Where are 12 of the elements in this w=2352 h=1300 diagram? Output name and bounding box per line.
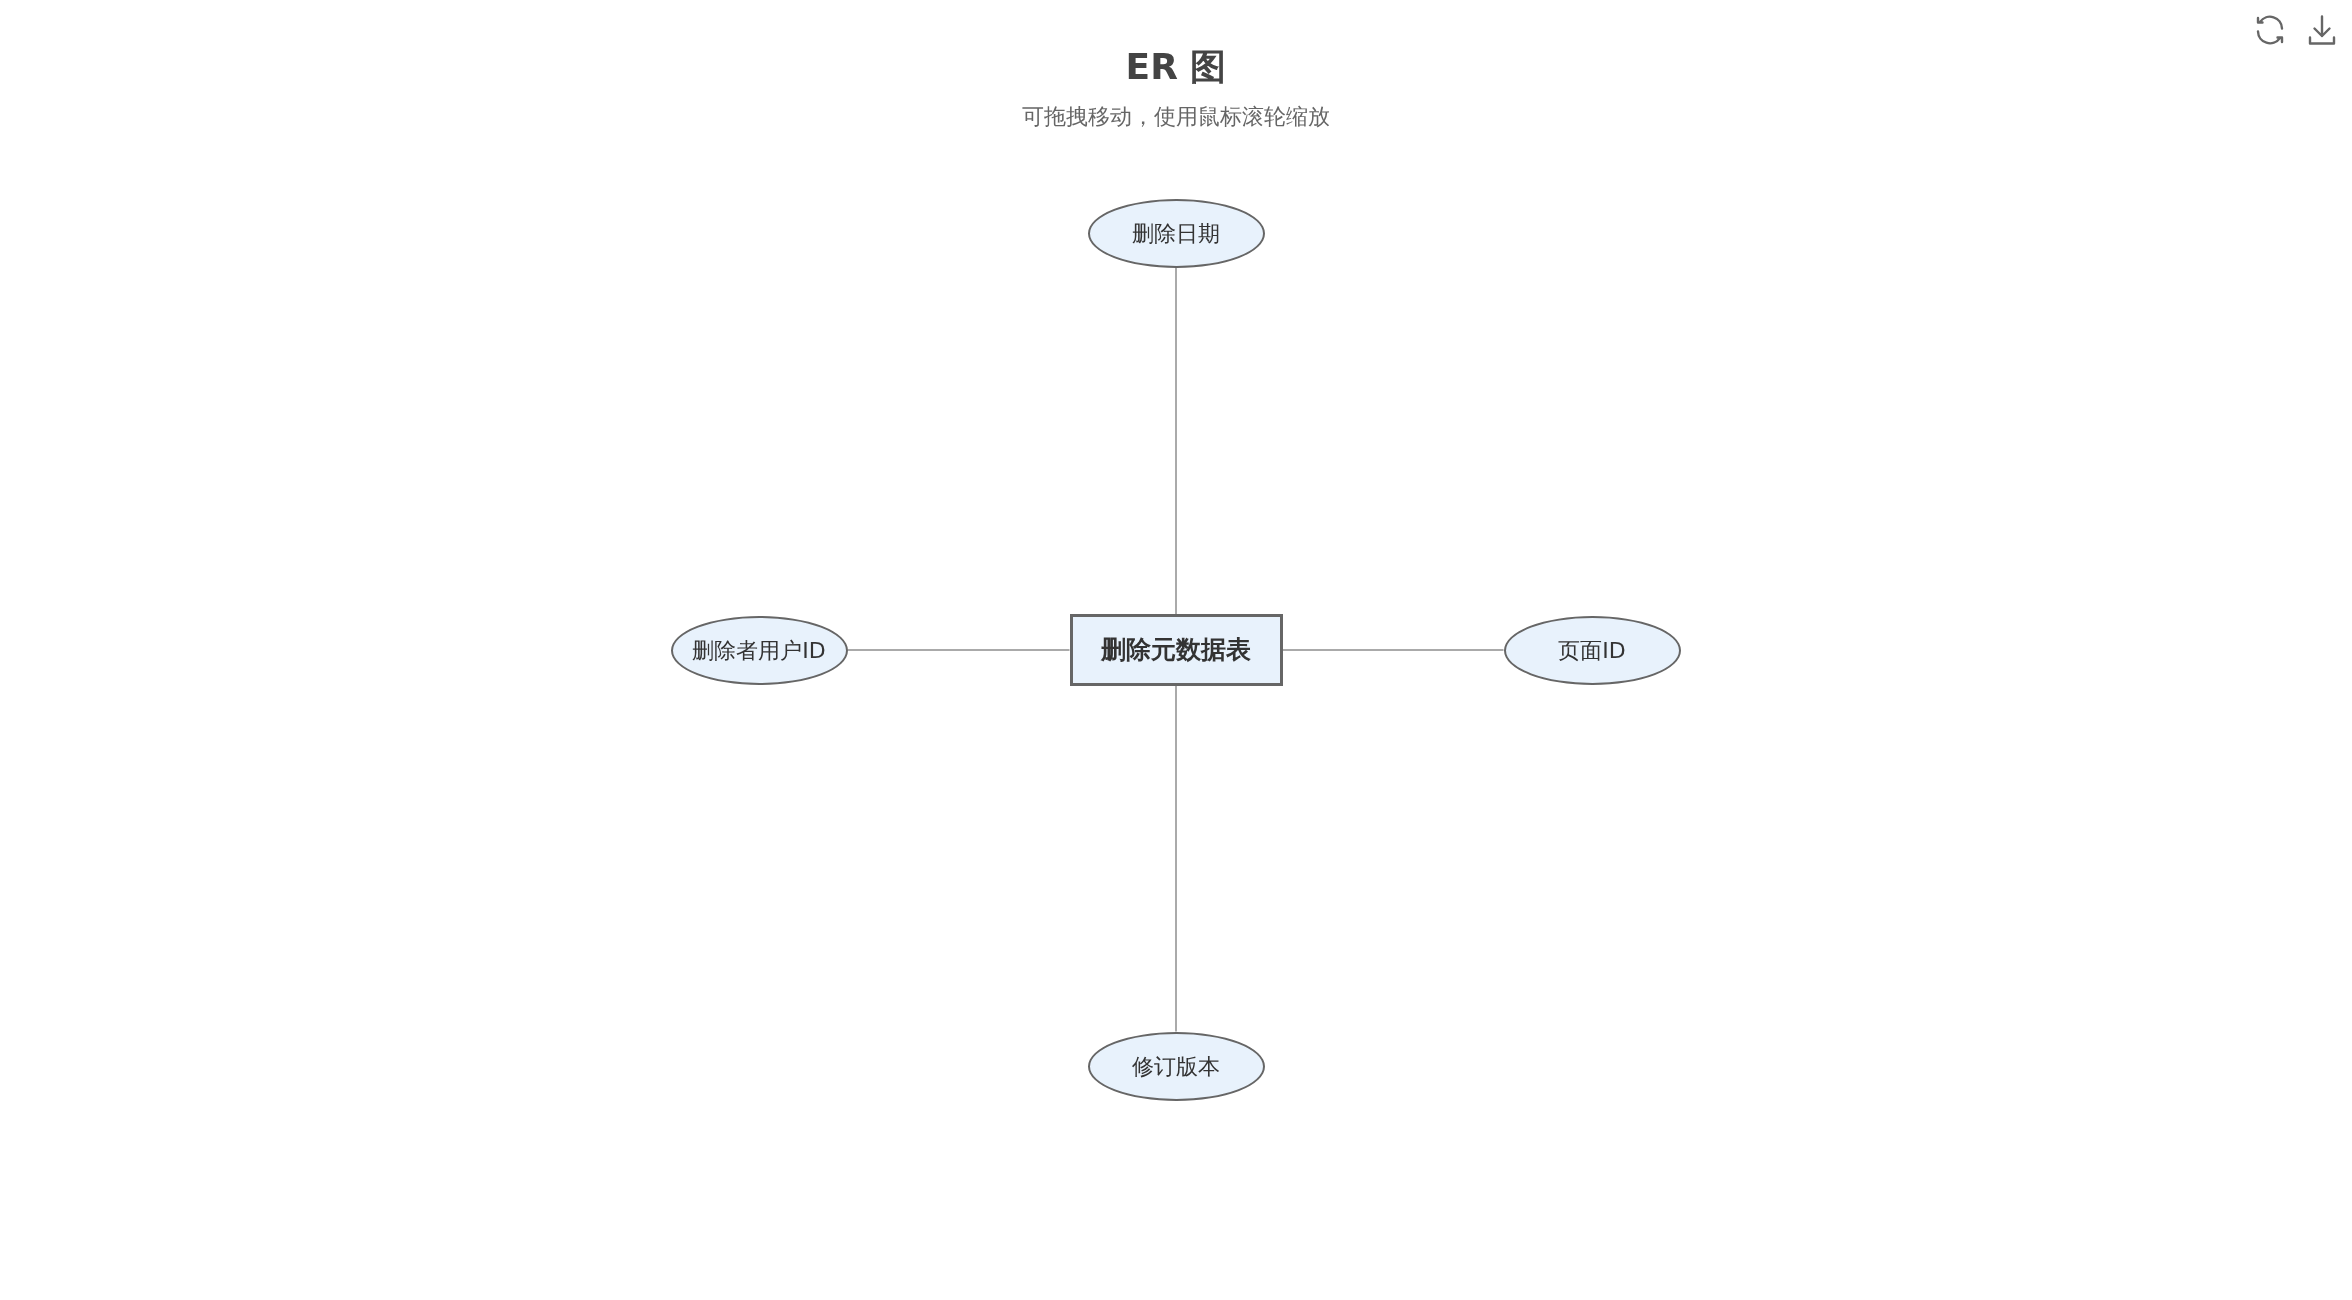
connector-line: [1175, 685, 1177, 1033]
entity-label: 删除元数据表: [1101, 634, 1251, 667]
entity-box: [1069, 614, 1283, 686]
attribute-label: 删除者用户ID: [692, 636, 826, 665]
attribute-label: 页面ID: [1558, 636, 1626, 665]
diagram-subtitle: 可拖拽移动，使用鼠标滚轮缩放: [1022, 103, 1330, 131]
attribute-label: 删除日期: [1132, 219, 1220, 248]
connector-line: [846, 649, 1071, 651]
attribute-label: 修订版本: [1132, 1052, 1220, 1081]
connector-line: [1281, 649, 1505, 651]
diagram-title: ER 图: [1125, 45, 1227, 89]
connector-line: [1175, 266, 1177, 615]
